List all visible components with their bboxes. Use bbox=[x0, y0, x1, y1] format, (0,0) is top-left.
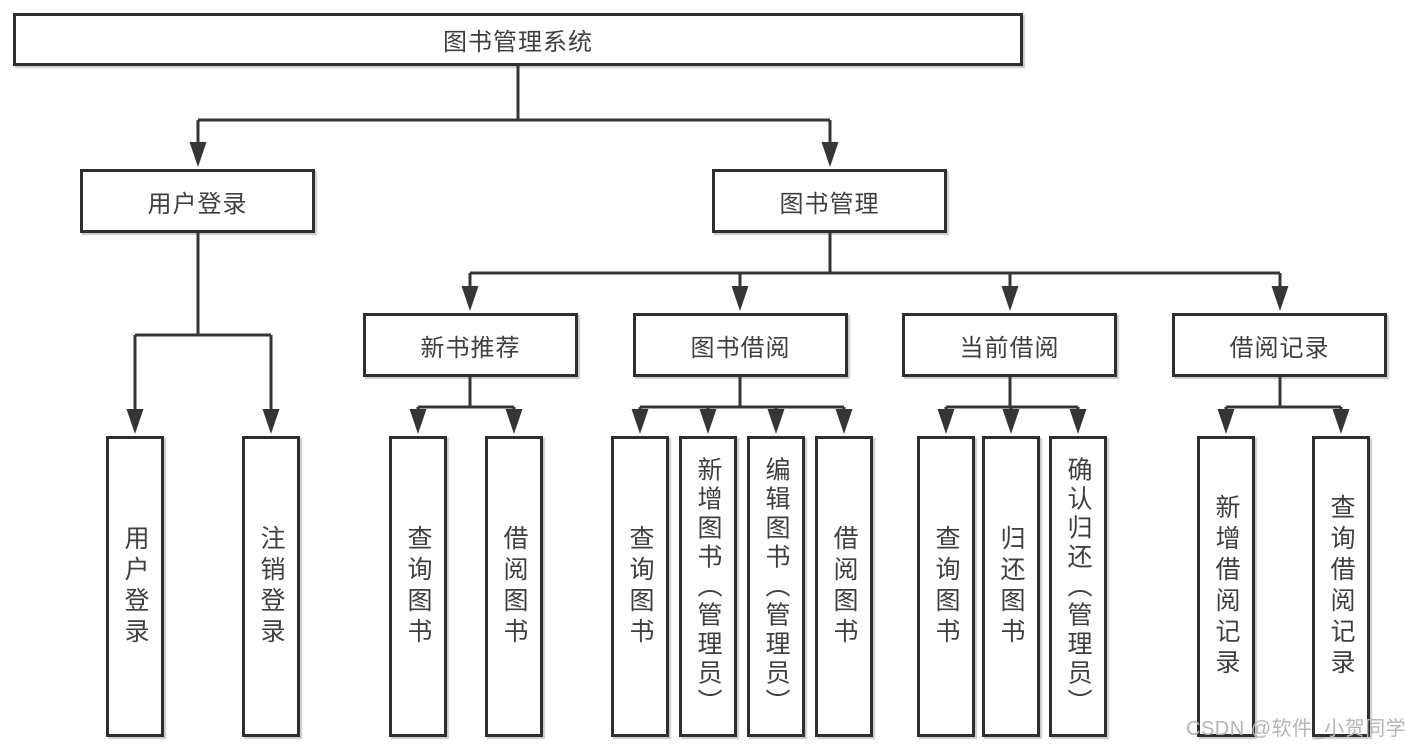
leaf-confirm-return-admin: 确认归还（管理员） bbox=[1049, 436, 1107, 737]
connector-current-borrow-branch bbox=[937, 377, 1087, 434]
connector-book-management-branch bbox=[461, 233, 1289, 311]
leaf-return-books: 归还图书 bbox=[982, 436, 1040, 737]
leaf-label: 注销登录 bbox=[257, 524, 285, 649]
connector-book-borrow-branch bbox=[631, 377, 853, 434]
node-book-borrow: 图书借阅 bbox=[633, 313, 848, 377]
leaf-label: 编辑图书（管理员） bbox=[762, 456, 790, 717]
leaf-label: 查询图书 bbox=[932, 524, 960, 649]
leaf-label: 借阅图书 bbox=[830, 524, 858, 649]
node-label: 图书管理 bbox=[779, 190, 880, 218]
connector-new-book-branch bbox=[409, 377, 523, 434]
leaf-label: 查询图书 bbox=[404, 524, 432, 649]
leaf-add-borrow-record: 新增借阅记录 bbox=[1197, 436, 1255, 737]
connector-borrow-record-branch bbox=[1217, 377, 1350, 434]
leaf-label: 用户登录 bbox=[121, 524, 149, 649]
leaf-query-books-recommend: 查询图书 bbox=[389, 436, 447, 737]
leaf-edit-books-admin: 编辑图书（管理员） bbox=[747, 436, 805, 737]
leaf-logout: 注销登录 bbox=[242, 436, 300, 737]
node-new-book-recommend: 新书推荐 bbox=[363, 313, 578, 377]
node-label: 图书管理系统 bbox=[443, 29, 593, 56]
node-label: 借阅记录 bbox=[1229, 334, 1330, 362]
leaf-add-books-admin: 新增图书（管理员） bbox=[679, 436, 737, 737]
leaf-label: 归还图书 bbox=[997, 524, 1025, 649]
node-label: 新书推荐 bbox=[420, 334, 521, 362]
connector-user-login-branch bbox=[126, 233, 280, 434]
leaf-query-books-borrow: 查询图书 bbox=[611, 436, 669, 737]
node-label: 用户登录 bbox=[147, 190, 248, 218]
leaf-label: 新增借阅记录 bbox=[1212, 493, 1240, 680]
connector-root-to-level2 bbox=[189, 66, 839, 167]
leaf-user-login: 用户登录 bbox=[106, 436, 164, 737]
leaf-label: 查询图书 bbox=[626, 524, 654, 649]
leaf-query-books-current: 查询图书 bbox=[917, 436, 975, 737]
node-label: 图书借阅 bbox=[690, 334, 791, 362]
leaf-query-borrow-record: 查询借阅记录 bbox=[1312, 436, 1370, 737]
leaf-label: 借阅图书 bbox=[500, 524, 528, 649]
node-label: 当前借阅 bbox=[959, 334, 1060, 362]
node-borrow-record: 借阅记录 bbox=[1172, 313, 1387, 377]
leaf-label: 确认归还（管理员） bbox=[1064, 456, 1092, 717]
leaf-borrow-books: 借阅图书 bbox=[815, 436, 873, 737]
leaf-label: 新增图书（管理员） bbox=[694, 456, 722, 717]
watermark: CSDN @软件_小贺同学 bbox=[1186, 718, 1405, 740]
node-current-borrow: 当前借阅 bbox=[902, 313, 1117, 377]
leaf-label: 查询借阅记录 bbox=[1327, 493, 1355, 680]
node-library-management-system: 图书管理系统 bbox=[13, 13, 1023, 66]
leaf-borrow-books-recommend: 借阅图书 bbox=[485, 436, 543, 737]
node-user-login: 用户登录 bbox=[80, 169, 315, 233]
node-book-management: 图书管理 bbox=[712, 169, 947, 233]
